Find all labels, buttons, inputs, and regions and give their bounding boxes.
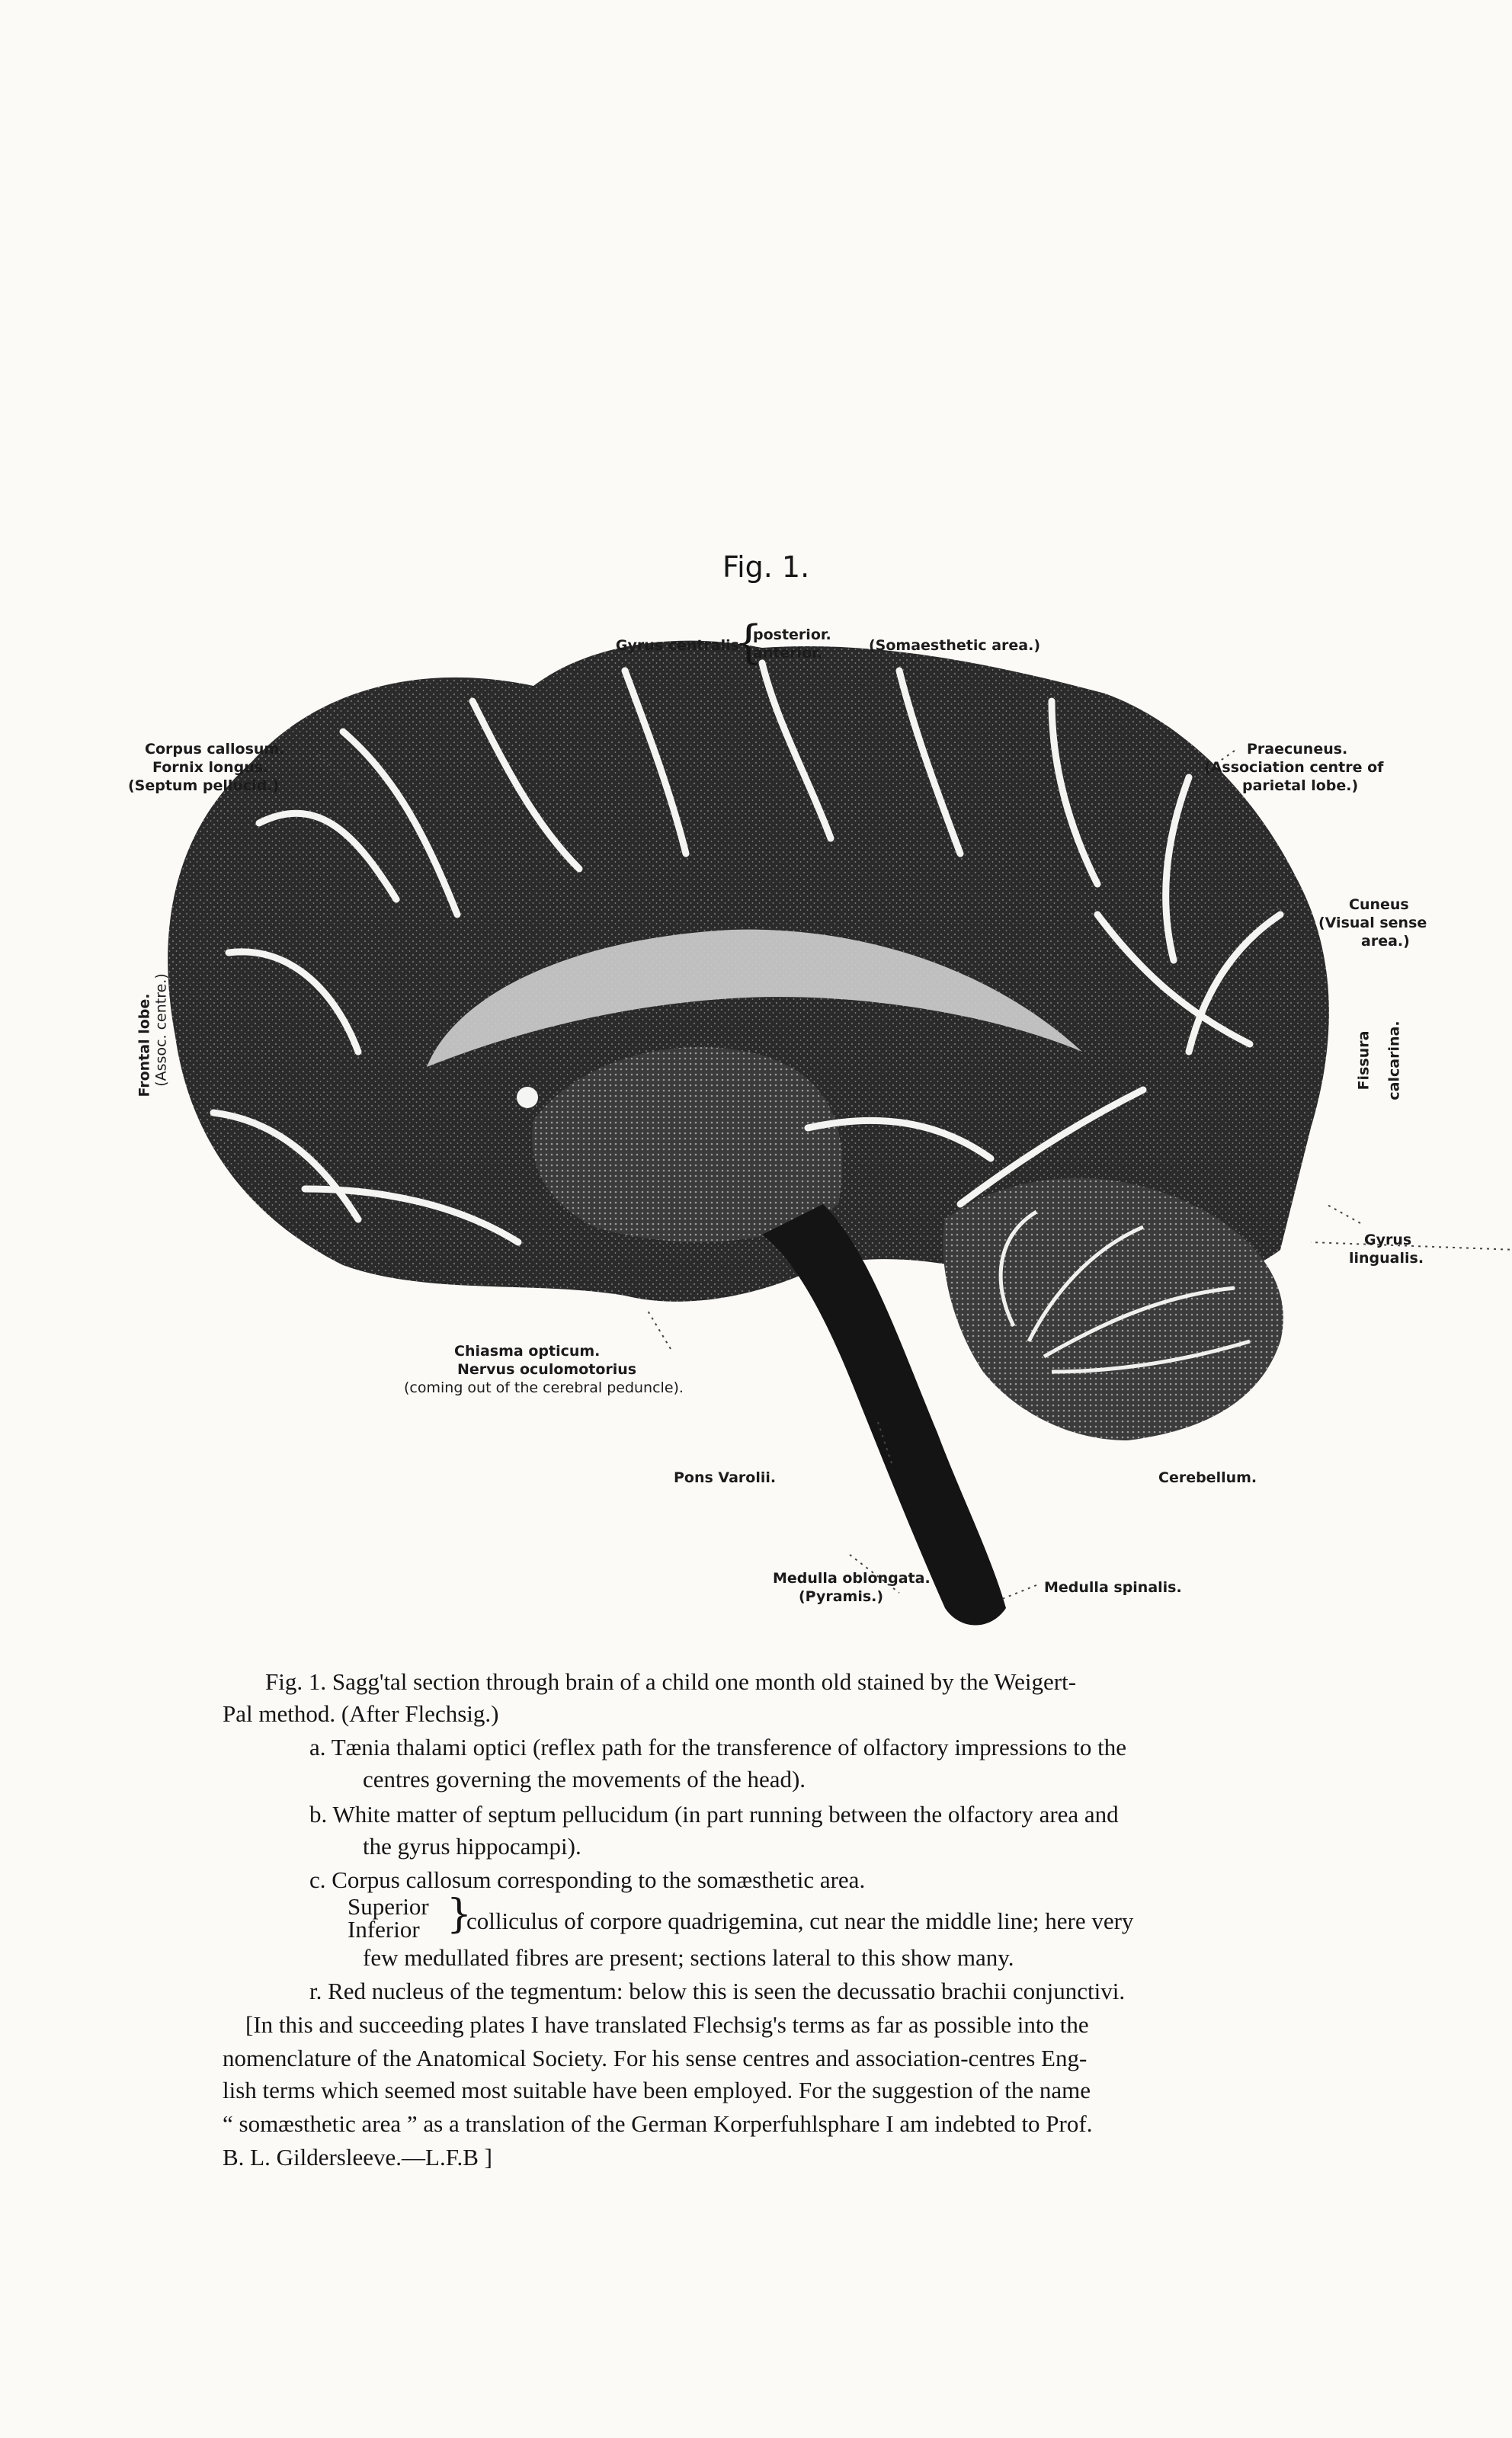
caption-item-b-cont: the gyrus hippocampi). — [363, 1833, 581, 1860]
label-medulla-oblongata: Medulla oblongata. — [773, 1570, 931, 1587]
leader-lines — [318, 750, 1512, 1601]
label-gyrus-anterior: anterior. — [753, 645, 823, 662]
label-nervus-oculomotorius: Nervus oculomotorius — [457, 1361, 637, 1378]
thalamus-shape — [532, 1047, 842, 1242]
label-somaesthetic-area: (Somaesthetic area.) — [869, 637, 1041, 654]
corpus-callosum-shape — [427, 929, 1082, 1067]
cerebellum-shape — [943, 1178, 1283, 1440]
caption-note-3: lish terms which seemed most suitable ha… — [223, 2077, 1091, 2103]
label-corpus-callosum: Corpus callosum. — [145, 741, 285, 758]
caption-item-r: r. Red nucleus of the tegmentum: below t… — [309, 1978, 1126, 2004]
caption-item-c: c. Corpus callosum corresponding to the … — [309, 1866, 866, 1893]
label-fissura: Fissura — [1355, 1030, 1373, 1091]
label-pons-varolii: Pons Varolii. — [674, 1469, 777, 1486]
caption-note-5: B. L. Gildersleeve.—L.F.B ] — [223, 2144, 492, 2170]
cerebellum-folia — [998, 1209, 1251, 1374]
brain-illustration — [168, 640, 1512, 1626]
label-visual-area: area.) — [1361, 933, 1410, 950]
label-cerebral-peduncle: (coming out of the cerebral peduncle). — [404, 1379, 684, 1396]
brainstem-shape — [762, 1204, 1006, 1626]
caption-item-a-cont: centres governing the movements of the h… — [363, 1766, 806, 1792]
label-pyramis: (Pyramis.) — [799, 1588, 884, 1605]
caption-item-d-cont: few medullated fibres are present; secti… — [363, 1944, 1014, 1971]
label-fornix-longus: Fornix longus. — [152, 759, 269, 776]
label-medulla-spinalis: Medulla spinalis. — [1044, 1579, 1182, 1596]
caption-item-d-superior: Superior — [348, 1893, 429, 1920]
label-cerebellum: Cerebellum. — [1158, 1469, 1257, 1486]
label-gyrus-posterior: posterior. — [753, 626, 831, 643]
figure-number: Fig. 1. — [722, 550, 810, 584]
label-visual-sense: (Visual sense — [1318, 915, 1427, 931]
label-frontal-assoc-centre: (Assoc. centre.) — [152, 973, 170, 1087]
caption-item-a: a. Tænia thalami optici (reflex path for… — [309, 1734, 1126, 1760]
label-parietal-lobe: parietal lobe.) — [1242, 777, 1359, 794]
caption-line-1: Fig. 1. Sagg'tal section through brain o… — [265, 1668, 1077, 1695]
label-gyrus-lingualis-2: lingualis. — [1349, 1250, 1424, 1267]
label-cuneus: Cuneus — [1349, 896, 1409, 913]
label-gyrus-centralis: Gyrus centralis — [615, 637, 739, 654]
foramen-mark — [517, 1087, 538, 1108]
label-calcarina: calcarina. — [1385, 1020, 1403, 1100]
caption-line-2: Pal method. (After Flechsig.) — [223, 1700, 499, 1727]
caption-item-d-rest: colliculus of corpore quadrigemina, cut … — [466, 1908, 1134, 1934]
gyrus-brace: { — [734, 616, 764, 669]
label-praecuneus: Praecuneus. — [1247, 741, 1348, 758]
label-gyrus-lingualis-1: Gyrus — [1364, 1232, 1412, 1248]
caption-item-d-inferior: Inferior — [348, 1916, 420, 1943]
label-chiasma-opticum: Chiasma opticum. — [454, 1343, 601, 1360]
sulci-lines — [210, 659, 1284, 1246]
caption-item-b: b. White matter of septum pellucidum (in… — [309, 1801, 1119, 1828]
label-assoc-centre-parietal: (Association centre of — [1204, 759, 1384, 776]
caption-note-4: “ somæsthetic area ” as a translation of… — [223, 2110, 1093, 2137]
label-septum-pellucid: (Septum pellucid.) — [128, 777, 280, 794]
caption-note-1: [In this and succeeding plates I have tr… — [245, 2011, 1089, 2038]
caption-note-2: nomenclature of the Anatomical Society. … — [223, 2045, 1088, 2071]
caption-brace: } — [447, 1892, 472, 1937]
label-frontal-lobe: Frontal lobe. — [136, 993, 153, 1097]
